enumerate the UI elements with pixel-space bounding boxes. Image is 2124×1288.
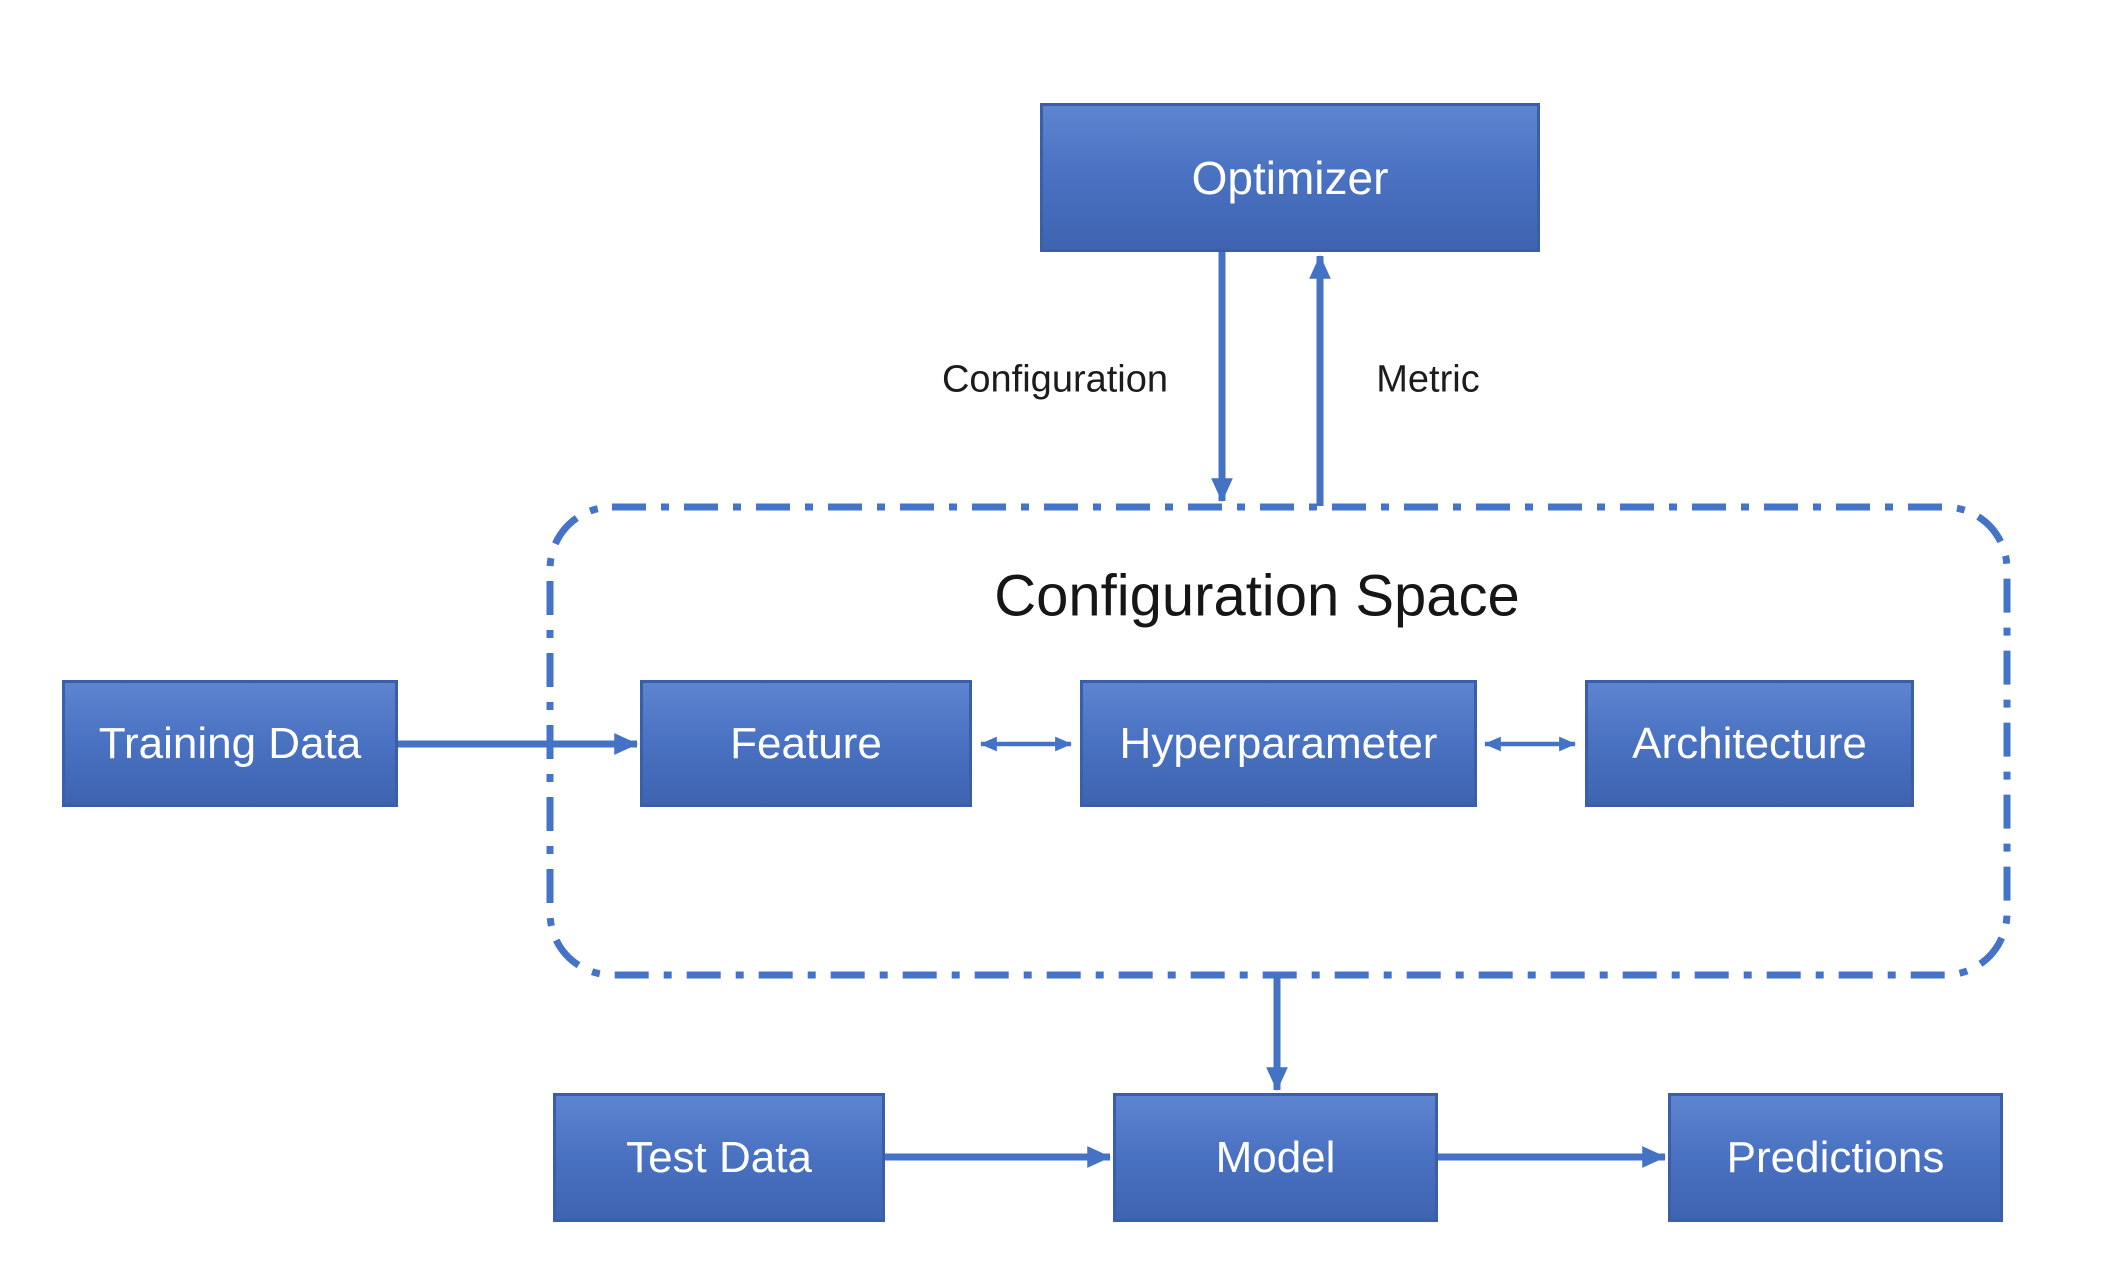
hyperparameter-node: Hyperparameter (1080, 680, 1477, 807)
test-data-node: Test Data (553, 1093, 885, 1222)
configuration-edge-label: Configuration (941, 358, 1169, 401)
optimizer-node: Optimizer (1040, 103, 1540, 252)
predictions-node: Predictions (1668, 1093, 2003, 1222)
feature-node: Feature (640, 680, 972, 807)
architecture-node: Architecture (1585, 680, 1914, 807)
model-node: Model (1113, 1093, 1438, 1222)
training-data-node: Training Data (62, 680, 398, 807)
configuration-space-title: Configuration Space (994, 563, 1520, 629)
metric-edge-label: Metric (1376, 358, 1480, 401)
